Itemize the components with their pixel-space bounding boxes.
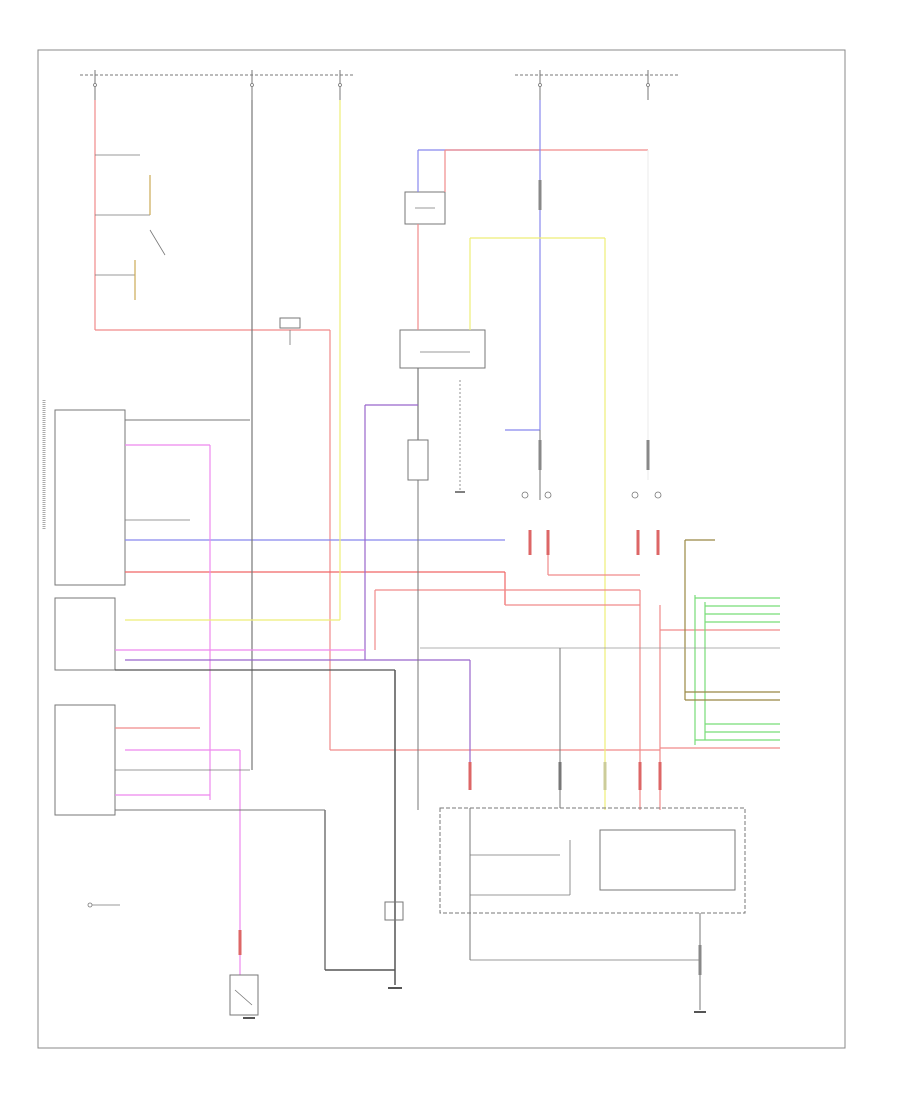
wire-pink-vertical [125,445,241,975]
relay-upper [404,149,648,225]
control-module-lower [54,704,326,970]
ground-center [455,380,465,493]
connector-marks [538,180,702,975]
headlight-right [631,150,662,555]
headlight-left [521,491,640,576]
diagram-frame [37,49,846,1049]
ground-switch [87,902,120,908]
wire-dark-bottom [325,480,419,985]
connector-block-right [420,539,780,749]
lamp-bottom [229,930,259,1016]
wire-yellow-route [125,100,341,621]
fuse-box-right [538,70,650,100]
relay-small [279,317,301,345]
diode-block [407,439,429,481]
relay-bottom [384,901,404,921]
wire-red-left-chain [94,100,660,751]
wire-red-trunk [374,572,780,810]
ground-symbols [243,987,706,1019]
control-module-left [54,409,505,586]
fuse-box-center [250,70,342,100]
fuse-box-left [93,70,97,100]
wire-yellow-right [469,237,606,810]
switch-stack-left [95,154,166,300]
instrument-module [54,597,395,671]
combination-switch [439,648,746,1010]
wire-blue-right [505,100,541,500]
relay-middle [399,224,486,440]
